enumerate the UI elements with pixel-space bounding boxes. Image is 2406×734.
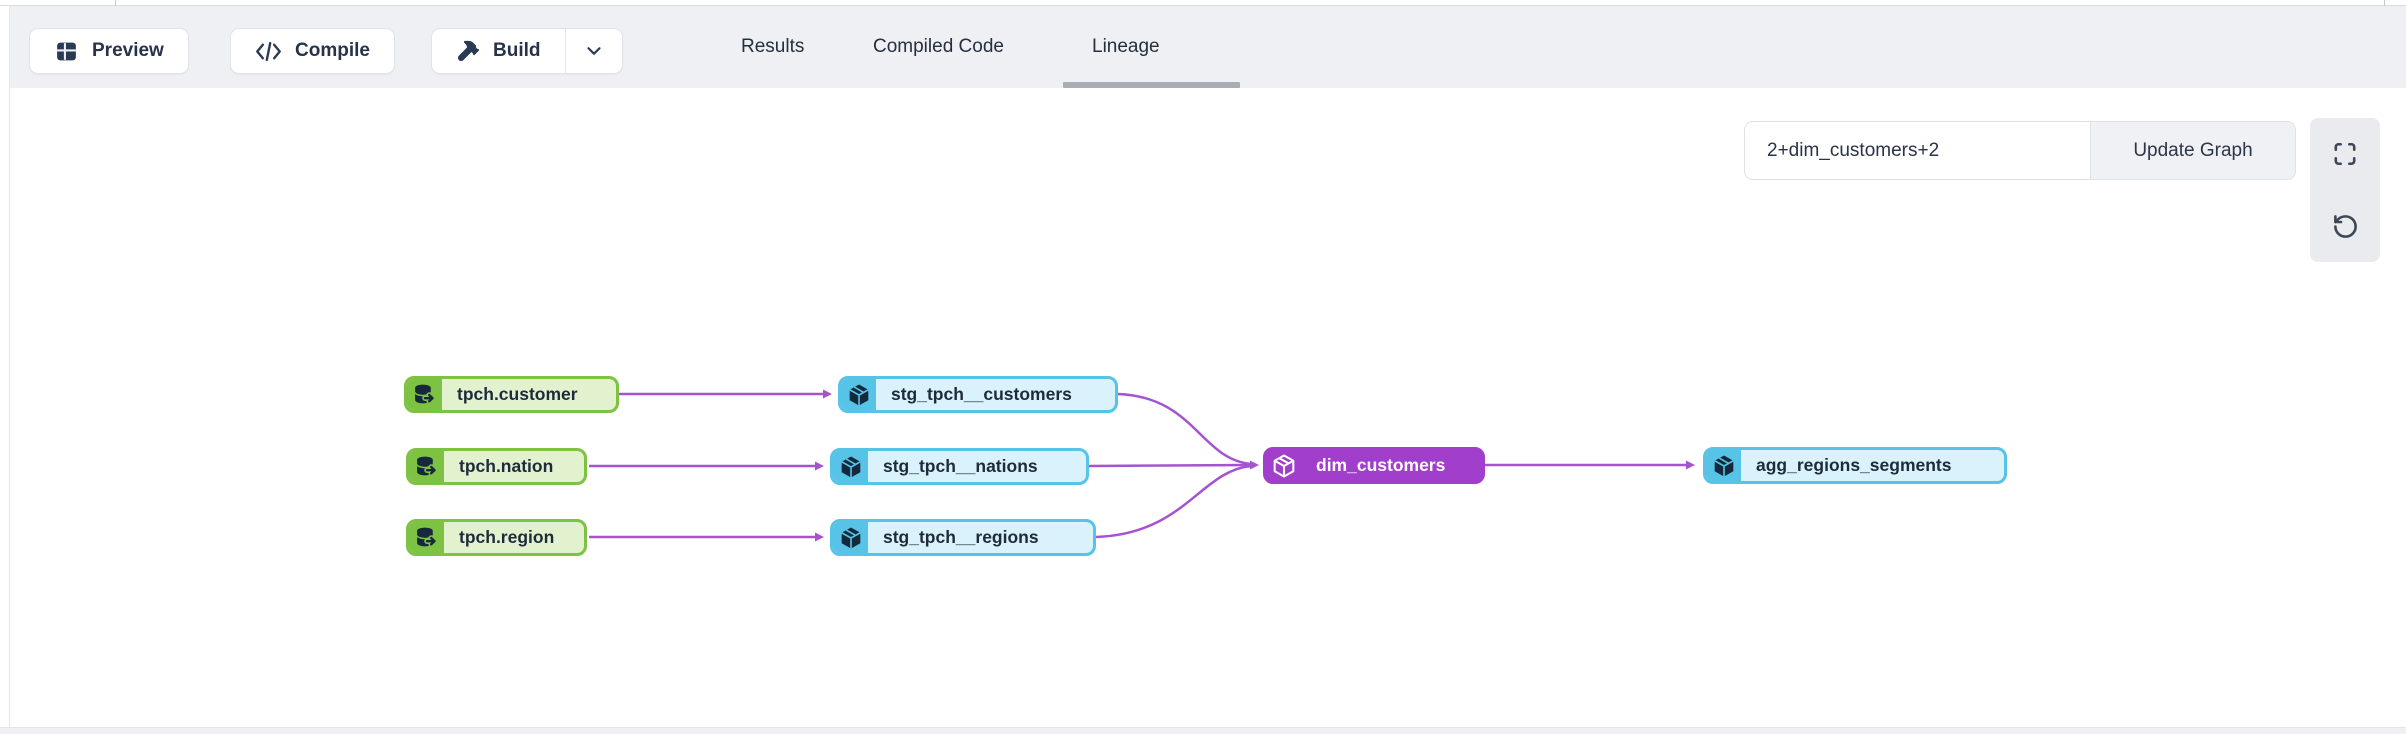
edge-stgcustomers-to-dim: [1117, 392, 1252, 466]
edge-stgnations-to-dim: [1088, 460, 1259, 470]
node-agg-regions-segments[interactable]: agg_regions_segments: [1703, 447, 2007, 484]
active-tab-underline: [1063, 82, 1240, 88]
chevron-down-icon: [586, 47, 601, 55]
fullscreen-button[interactable]: [2310, 118, 2380, 190]
build-button-group: Build: [431, 28, 623, 74]
node-tpch-customer[interactable]: tpch.customer: [404, 376, 619, 413]
database-icon: [409, 451, 444, 482]
reset-view-button[interactable]: [2310, 190, 2380, 262]
fullscreen-icon: [2334, 142, 2356, 166]
node-tpch-nation[interactable]: tpch.nation: [406, 448, 587, 485]
compile-button-label: Compile: [295, 40, 370, 61]
node-dim-customers[interactable]: dim_customers: [1263, 447, 1485, 484]
build-button[interactable]: Build: [432, 29, 565, 73]
node-label: agg_regions_segments: [1756, 455, 1952, 475]
update-graph-button[interactable]: Update Graph: [2090, 122, 2295, 179]
rotate-ccw-icon: [2333, 214, 2357, 238]
node-label: stg_tpch__customers: [891, 384, 1072, 404]
build-options-button[interactable]: [566, 29, 622, 73]
tab-results-label: Results: [741, 36, 805, 57]
cube-icon: [1706, 450, 1741, 481]
build-group-divider: [564, 29, 566, 73]
database-icon: [409, 522, 444, 553]
node-label: tpch.region: [459, 527, 555, 547]
node-tpch-region[interactable]: tpch.region: [406, 519, 587, 556]
cube-icon: [1266, 450, 1301, 481]
build-button-label: Build: [493, 40, 541, 61]
table-icon: [57, 42, 76, 60]
node-label: stg_tpch__nations: [883, 456, 1038, 476]
compile-button[interactable]: Compile: [230, 28, 395, 74]
database-icon: [407, 379, 442, 410]
cube-icon: [833, 522, 868, 553]
tab-edge-tick: [115, 0, 116, 6]
tab-lineage-label: Lineage: [1092, 36, 1160, 57]
lineage-view-controls: [2310, 118, 2380, 262]
editor-tabbar-edge: [0, 0, 2406, 6]
lineage-selector-input[interactable]: [1745, 122, 2090, 179]
preview-button-label: Preview: [92, 40, 164, 61]
hammer-icon: [458, 40, 480, 61]
tab-compiled-code[interactable]: Compiled Code: [873, 6, 1004, 88]
lineage-selector-group: Update Graph: [1744, 121, 2296, 180]
pane-divider: [0, 6, 10, 727]
node-stg-tpch-nations[interactable]: stg_tpch__nations: [830, 448, 1089, 485]
tab-results[interactable]: Results: [741, 6, 804, 88]
results-toolbar: Preview Compile Build Results Compi: [10, 6, 2406, 88]
node-label: stg_tpch__regions: [883, 527, 1039, 547]
cube-icon: [841, 379, 876, 410]
preview-button[interactable]: Preview: [29, 28, 189, 74]
node-label: dim_customers: [1316, 455, 1446, 475]
node-label: tpch.customer: [457, 384, 578, 404]
bottom-panel-edge: [0, 727, 2406, 734]
tab-lineage[interactable]: Lineage: [1092, 6, 1160, 88]
tab-compiled-code-label: Compiled Code: [873, 36, 1004, 57]
cube-icon: [833, 451, 868, 482]
node-label: tpch.nation: [459, 456, 554, 476]
edge-stgregions-to-dim: [1095, 464, 1252, 539]
code-icon: [256, 41, 281, 61]
tab-edge-tick: [2384, 0, 2385, 6]
node-stg-tpch-customers[interactable]: stg_tpch__customers: [838, 376, 1118, 413]
node-stg-tpch-regions[interactable]: stg_tpch__regions: [830, 519, 1096, 556]
